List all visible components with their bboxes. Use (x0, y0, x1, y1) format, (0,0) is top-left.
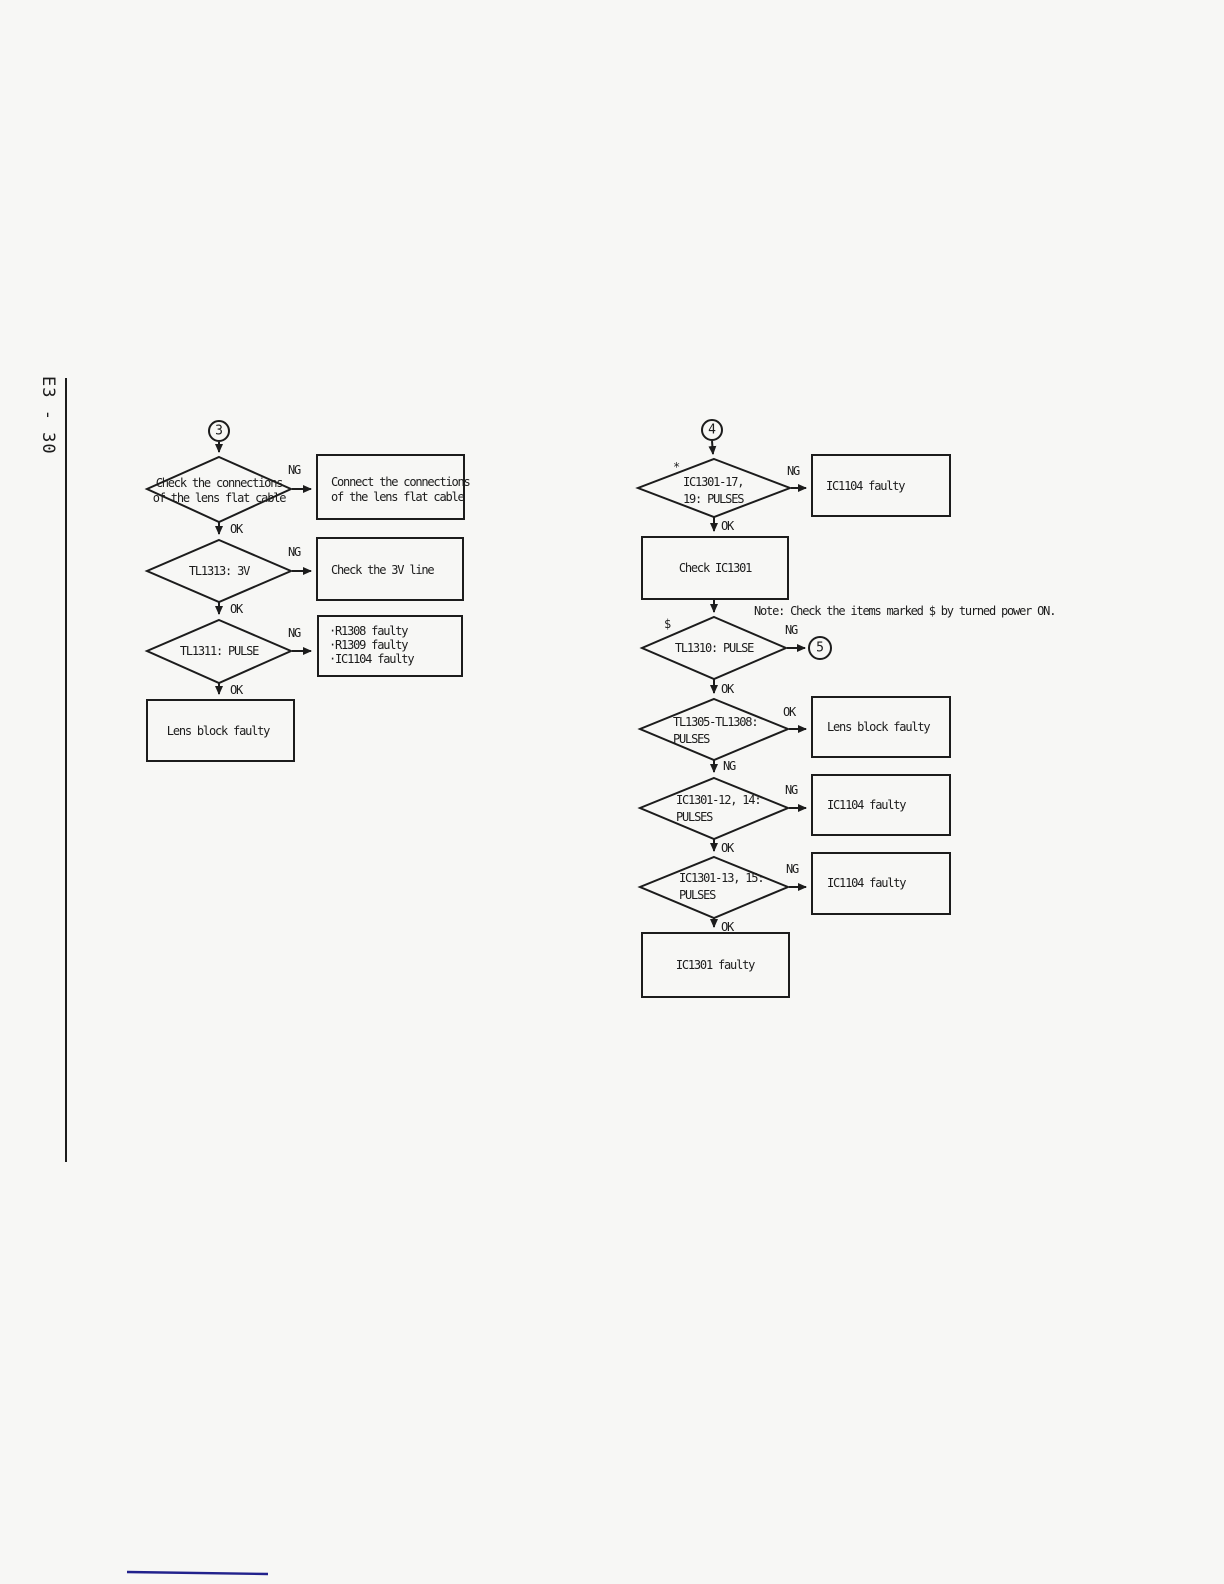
action-lens-block-faulty-box-left (146, 699, 295, 762)
ng-label: NG (784, 783, 798, 797)
connector-3-circle (208, 420, 230, 442)
dollar-mark: $ (663, 617, 671, 631)
action-ic1104-faulty-2-text: IC1104 faulty (827, 798, 907, 812)
action-connect-lens-cable-box (316, 454, 465, 520)
decision-tl1310-pulse-text: TL1310: PULSE (674, 641, 755, 655)
page-side-label: E3 - 30 (38, 376, 58, 455)
action-faulty-list-line3: ·IC1104 faulty (329, 652, 415, 666)
action-faulty-list-box (317, 615, 463, 677)
decision-tl1305-tl1308-line2: PULSES (673, 732, 710, 746)
action-check-3v-line-box (316, 537, 464, 601)
connector-3-number: 3 (215, 423, 223, 439)
ok-label: OK (720, 841, 734, 855)
action-ic1301-faulty-box (641, 932, 790, 998)
decision-ic1301-12-14-shape (637, 776, 791, 841)
decision-ic1301-12-14-line2: PULSES (676, 810, 713, 824)
decision-tl1305-tl1308-shape (637, 697, 791, 762)
decision-ic1301-13-15-line1: IC1301-13, 15: (679, 871, 765, 885)
action-check-ic1301-text: Check IC1301 (678, 561, 753, 575)
ng-label: NG (287, 463, 301, 477)
decision-ic1301-17-19-line2: 19: PULSES (683, 492, 744, 506)
ng-label: NG (287, 545, 301, 559)
action-ic1104-faulty-box-3 (811, 852, 951, 915)
ok-label: OK (782, 705, 796, 719)
decision-lens-cable-connections-line1: Check the connections (155, 476, 284, 490)
decision-ic1301-17-19-line1: IC1301-17, (683, 475, 744, 489)
action-ic1104-faulty-1-text: IC1104 faulty (826, 479, 906, 493)
note-text: Note: Check the items marked $ by turned… (754, 604, 1056, 618)
action-ic1104-faulty-box-2 (811, 774, 951, 836)
action-check-3v-line-text: Check the 3V line (331, 563, 435, 577)
decision-tl1311-pulse-text: TL1311: PULSE (179, 644, 260, 658)
asterisk-mark: * (672, 460, 680, 474)
action-ic1104-faulty-box-1 (811, 454, 951, 517)
action-ic1301-faulty-text: IC1301 faulty (675, 958, 756, 972)
action-lens-block-faulty-right-text: Lens block faulty (827, 720, 931, 734)
action-ic1104-faulty-3-text: IC1104 faulty (827, 876, 907, 890)
connector-5-circle (808, 636, 832, 660)
action-lens-block-faulty-box-right (811, 696, 951, 758)
ok-label: OK (229, 602, 243, 616)
ng-label: NG (785, 862, 799, 876)
ok-label: OK (720, 682, 734, 696)
ng-label: NG (722, 759, 736, 773)
connector-4-number: 4 (708, 422, 716, 438)
ng-label: NG (287, 626, 301, 640)
ok-label: OK (720, 519, 734, 533)
action-connect-lens-cable-line2: of the lens flat cable (331, 490, 465, 504)
decision-lens-cable-connections-line2: of the lens flat cable (152, 491, 287, 505)
decision-ic1301-13-15-line2: PULSES (679, 888, 716, 902)
footer-accent-rule (126, 1570, 269, 1576)
connector-4-circle (701, 419, 723, 441)
decision-tl1305-tl1308-line1: TL1305-TL1308: (673, 715, 759, 729)
action-faulty-list-line2: ·R1309 faulty (329, 638, 409, 652)
action-lens-block-faulty-left-text: Lens block faulty (166, 724, 271, 738)
ok-label: OK (229, 522, 243, 536)
action-connect-lens-cable-line1: Connect the connections (331, 475, 471, 489)
decision-tl1313-3v-text: TL1313: 3V (188, 564, 250, 578)
decision-ic1301-12-14-line1: IC1301-12, 14: (676, 793, 762, 807)
ok-label: OK (229, 683, 243, 697)
flow-arrow (708, 440, 717, 455)
ok-label: OK (720, 920, 734, 934)
ng-label: NG (784, 623, 798, 637)
action-faulty-list-line1: ·R1308 faulty (329, 624, 409, 638)
ng-label: NG (786, 464, 800, 478)
connector-5-number: 5 (816, 640, 824, 656)
